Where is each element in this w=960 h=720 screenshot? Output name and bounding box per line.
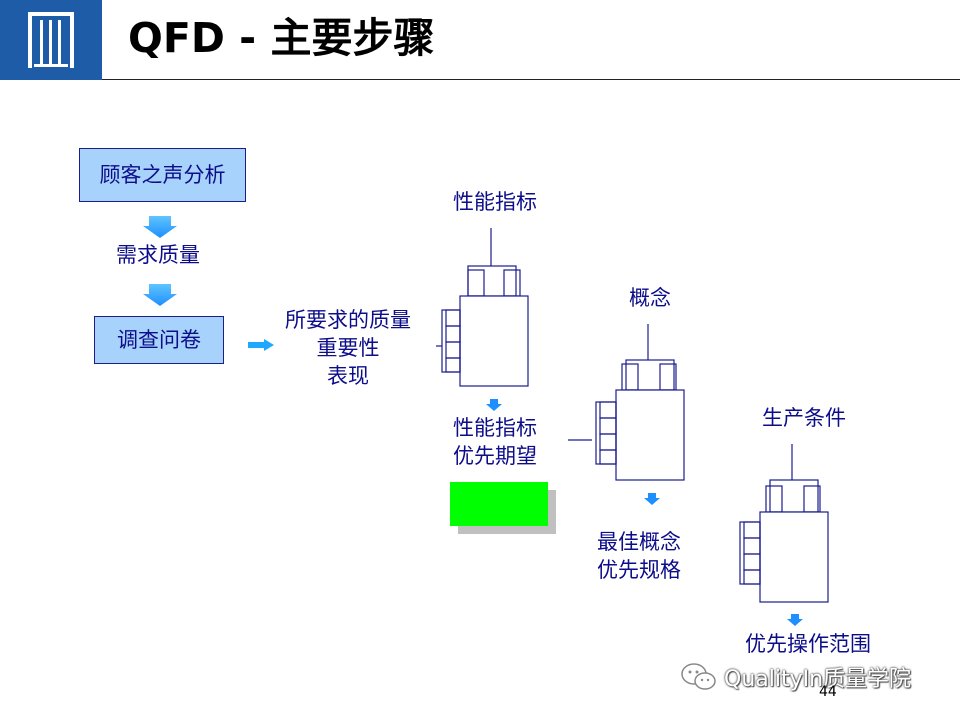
watermark-text: QualityIn质量学院 bbox=[724, 667, 912, 692]
performance-indicators-label: 性能指标 bbox=[453, 190, 537, 214]
down-arrow-icon bbox=[143, 284, 177, 306]
right-arrow-icon bbox=[248, 339, 274, 351]
down-arrow-icon bbox=[787, 614, 803, 626]
down-arrow-icon bbox=[486, 399, 502, 411]
importance-line: 重要性 bbox=[316, 336, 380, 360]
building-logo-icon bbox=[28, 12, 74, 68]
house-of-quality-3 bbox=[739, 444, 829, 603]
concept-label: 概念 bbox=[629, 286, 671, 310]
required-quality-label: 所要求的质量 重要性 表现 bbox=[270, 306, 426, 390]
performance-line: 表现 bbox=[327, 364, 369, 388]
best-concept-label: 最佳概念 优先规格 bbox=[584, 528, 694, 584]
highlight-block bbox=[450, 482, 548, 526]
performance-indicators-line: 性能指标 bbox=[453, 416, 537, 440]
required-quality-line: 所要求的质量 bbox=[285, 308, 411, 332]
production-conditions-label: 生产条件 bbox=[762, 406, 846, 430]
voice-of-customer-label: 顾客之声分析 bbox=[99, 163, 226, 187]
house-of-quality-2 bbox=[568, 324, 685, 481]
priority-spec-line: 优先规格 bbox=[597, 558, 681, 582]
priority-operating-range-label: 优先操作范围 bbox=[745, 632, 871, 656]
wechat-icon bbox=[681, 663, 716, 690]
priority-expectation-line: 优先期望 bbox=[453, 444, 537, 468]
page-title: QFD - 主要步骤 bbox=[128, 14, 435, 62]
watermark: QualityIn质量学院 bbox=[680, 660, 911, 694]
performance-expectation-label: 性能指标 优先期望 bbox=[440, 414, 550, 470]
questionnaire-box: 调查问卷 bbox=[94, 316, 224, 364]
best-concept-line: 最佳概念 bbox=[597, 530, 681, 554]
header-divider bbox=[102, 79, 960, 80]
demand-quality-label: 需求质量 bbox=[116, 243, 200, 267]
voice-of-customer-box: 顾客之声分析 bbox=[79, 148, 246, 202]
down-arrow-icon bbox=[143, 216, 177, 238]
questionnaire-label: 调查问卷 bbox=[117, 328, 201, 352]
page-number: 44 bbox=[819, 684, 837, 700]
logo bbox=[0, 0, 102, 80]
down-arrow-icon bbox=[644, 493, 660, 505]
house-of-quality-1 bbox=[436, 228, 529, 387]
